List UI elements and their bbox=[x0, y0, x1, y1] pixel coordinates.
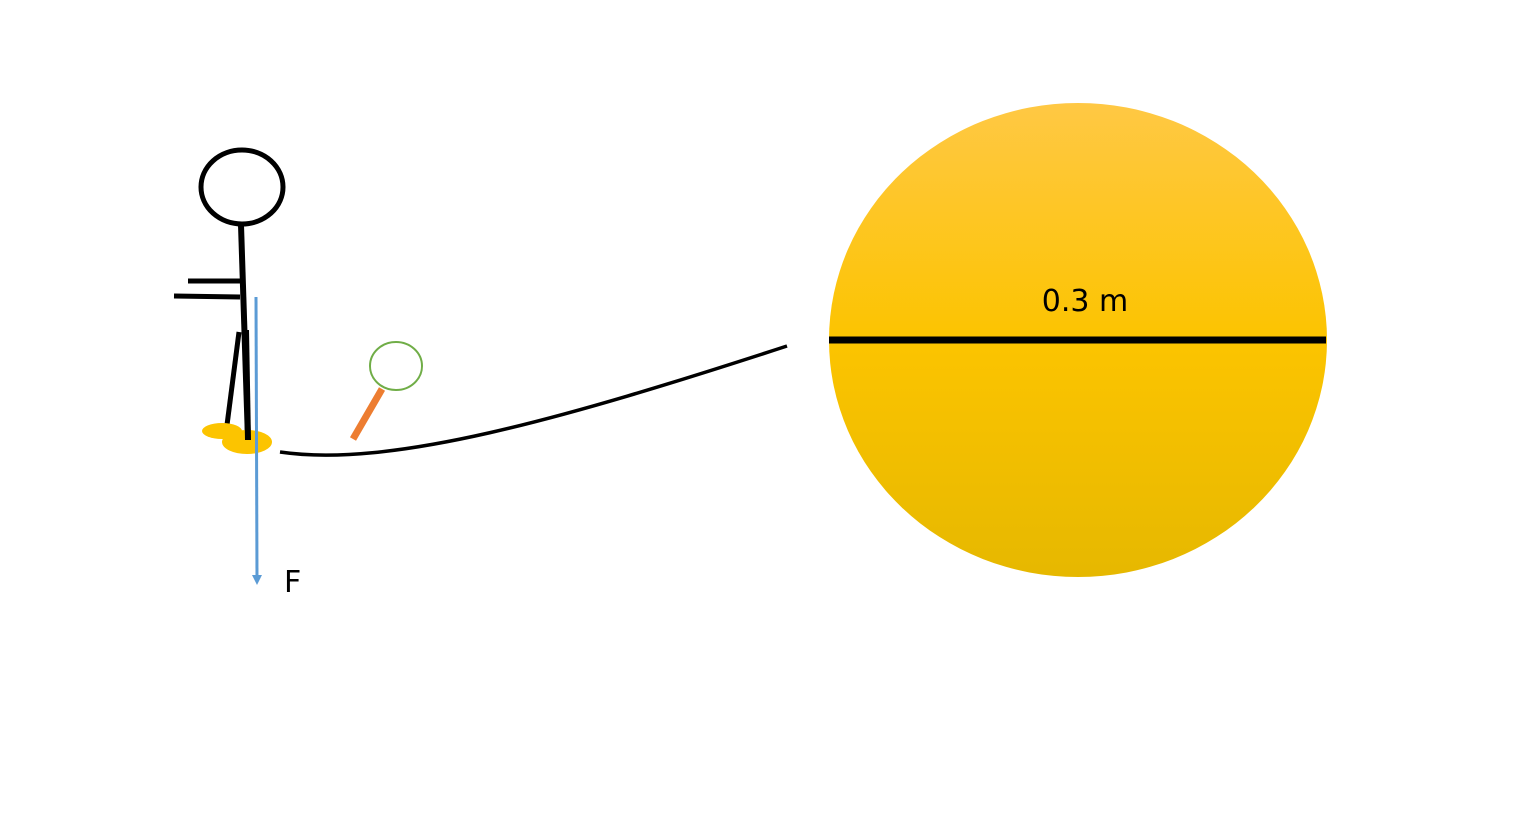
force-label: F bbox=[284, 565, 301, 600]
stick-figure-icon bbox=[173, 147, 286, 441]
figure-head bbox=[198, 147, 286, 227]
magnifying-glass-icon bbox=[349, 341, 423, 441]
magnified-coin: 0.3 m bbox=[829, 103, 1327, 577]
figure-leg bbox=[224, 331, 242, 426]
magnifier-ring bbox=[369, 341, 423, 391]
diameter-label: 0.3 m bbox=[1042, 284, 1128, 319]
zoom-connector-curve bbox=[279, 344, 788, 457]
feet-coins bbox=[202, 329, 272, 454]
force-arrow bbox=[251, 296, 262, 585]
figure-arm-lower bbox=[173, 293, 241, 300]
magnifier-handle bbox=[349, 387, 386, 441]
small-coin-right bbox=[222, 430, 272, 454]
figure-body-front bbox=[243, 329, 251, 441]
